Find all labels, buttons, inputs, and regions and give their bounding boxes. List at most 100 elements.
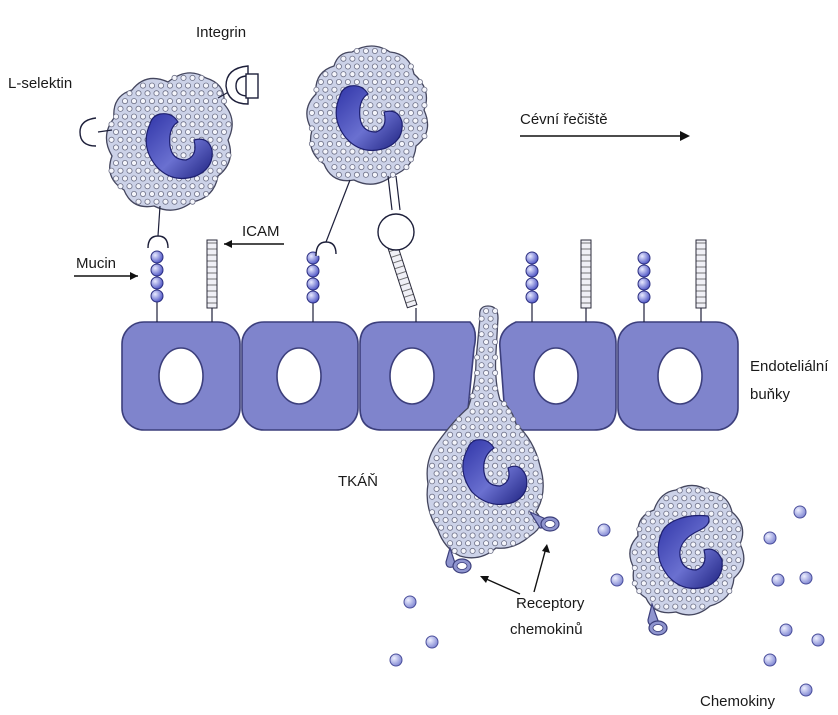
granule [314,103,319,108]
granule [470,425,475,430]
granule [695,534,700,539]
granule [113,114,118,119]
granule [484,370,489,375]
granule [140,83,145,88]
granule [695,488,700,493]
granule [493,417,498,422]
granule [655,527,660,532]
granule [131,114,136,119]
granule [368,165,373,170]
granule [439,525,444,530]
granule [533,471,538,476]
granule [466,510,471,515]
granule [158,99,163,104]
granule [363,172,368,177]
granule [318,141,323,146]
granule [404,72,409,77]
granule [318,79,323,84]
granule [118,137,123,142]
granule [488,409,493,414]
granule [359,165,364,170]
granule [439,448,444,453]
granule [203,129,208,134]
granule [646,511,651,516]
granule [529,494,534,499]
granule [332,134,337,139]
granule [158,176,163,181]
granule [136,137,141,142]
granule [704,503,709,508]
granule [646,527,651,532]
granule [185,145,190,150]
granule [377,72,382,77]
granule [399,64,404,69]
granule [336,79,341,84]
granule [493,386,498,391]
selectin-tether [148,206,168,248]
granule [145,184,150,189]
granule [145,91,150,96]
granule [434,486,439,491]
granule [452,533,457,538]
granule [136,153,141,158]
granule [457,494,462,499]
granule [226,153,231,158]
mucin-molecule [151,251,163,322]
granule [479,409,484,414]
granule [457,541,462,546]
granule [354,157,359,162]
granule [510,510,515,515]
granule [363,48,368,53]
granule [413,103,418,108]
granule [212,99,217,104]
granule [318,157,323,162]
granule [345,172,350,177]
granule [140,145,145,150]
granule [172,199,177,204]
granule [336,64,341,69]
granule [122,176,127,181]
granule [350,165,355,170]
granule [691,558,696,563]
granule [109,168,114,173]
mucin-molecule [638,252,650,322]
mucin-molecule [307,252,319,322]
chemokine-dot [390,654,402,666]
granule [704,534,709,539]
granule [149,176,154,181]
mucin-molecule [526,252,538,322]
granule [682,604,687,609]
granule [381,172,386,177]
icam-molecule [696,240,706,322]
granule [664,589,669,594]
granule [386,149,391,154]
granule [718,542,723,547]
granule [668,596,673,601]
granule [417,110,422,115]
granule [457,417,462,422]
granule [709,527,714,532]
granule [466,525,471,530]
granule [217,168,222,173]
granule [212,176,217,181]
granule [479,316,484,321]
granule [190,106,195,111]
granule [131,129,136,134]
granule [327,126,332,131]
granule [493,525,498,530]
granule [395,56,400,61]
granule [181,122,186,127]
granule [377,165,382,170]
granule [457,525,462,530]
granule [727,558,732,563]
granule [341,165,346,170]
chemokine-dot [800,572,812,584]
granule [452,502,457,507]
granule [515,425,520,430]
granule [682,496,687,501]
label-l-selektin: L-selektin [8,75,72,92]
granule [439,494,444,499]
granule [176,191,181,196]
granule [417,126,422,131]
receptor-arrow [484,578,520,594]
